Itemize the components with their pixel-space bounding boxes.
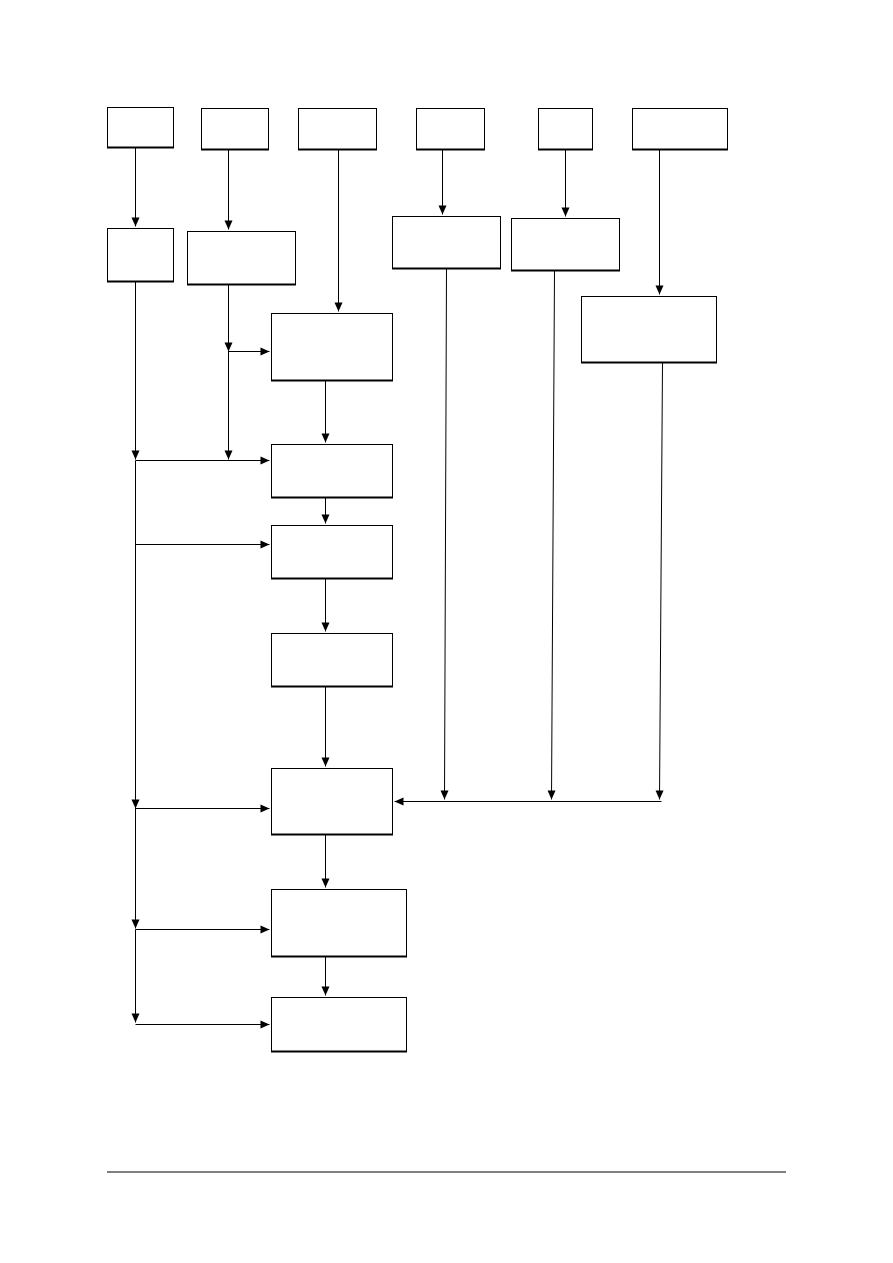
arrowhead <box>131 450 140 460</box>
edge-t5-s5 <box>561 149 570 217</box>
flowchart-box-c5 <box>271 768 393 836</box>
box-frame <box>187 231 296 285</box>
edge-s1-c6 <box>135 925 270 934</box>
arrowhead <box>260 456 270 465</box>
edge-s1-c2 <box>135 456 270 465</box>
edge-s5-down <box>547 270 556 800</box>
box-frame <box>538 108 593 150</box>
edge-s1-c7 <box>135 1020 270 1029</box>
edge-s1-trunk-c <box>131 808 140 929</box>
flowchart-box-t1 <box>107 107 174 149</box>
edge-s1-trunk-d <box>131 929 140 1023</box>
flowchart-box-t4 <box>416 108 485 151</box>
arrowhead <box>321 986 330 996</box>
box-frame <box>581 296 717 363</box>
arrowhead <box>260 925 270 934</box>
edge-s2-c1 <box>228 347 270 356</box>
connector-line <box>551 270 555 800</box>
flowchart-box-c4 <box>271 633 393 688</box>
connector-layer <box>131 147 664 1029</box>
arrowhead <box>440 790 449 800</box>
edge-s2-trunk-upper <box>224 284 233 352</box>
arrowhead <box>260 347 270 356</box>
box-frame <box>107 228 174 282</box>
arrowhead <box>321 433 330 443</box>
edge-c1-c2 <box>321 376 330 443</box>
arrowhead <box>321 757 330 767</box>
flowchart-box-s4 <box>392 216 501 270</box>
box-frame <box>271 889 407 957</box>
flowchart-box-c1 <box>271 313 393 382</box>
flowchart-box-c2 <box>271 444 393 499</box>
box-frame <box>271 444 393 498</box>
edge-s1-c5 <box>135 804 270 813</box>
edge-s1-c3 <box>135 540 270 549</box>
arrowhead <box>260 1020 270 1029</box>
arrowhead <box>224 220 233 230</box>
arrowhead <box>321 878 330 888</box>
edge-c6-c7 <box>321 956 330 996</box>
arrowhead <box>131 919 140 929</box>
box-frame <box>511 218 620 271</box>
box-frame <box>416 108 485 150</box>
flowchart-box-c3 <box>271 525 393 580</box>
flowchart-box-c6 <box>271 889 407 958</box>
flowchart-box-s5 <box>511 218 620 272</box>
connector-line <box>659 362 663 800</box>
arrowhead <box>655 285 664 295</box>
arrowhead <box>321 622 330 632</box>
arrowhead <box>131 217 140 227</box>
edge-t2-s2 <box>224 149 233 230</box>
arrowhead <box>131 799 140 809</box>
edge-t1-s1 <box>131 147 140 227</box>
edge-s2-trunk-lower <box>224 351 233 460</box>
box-frame <box>107 107 174 148</box>
arrowhead <box>334 302 343 312</box>
arrowhead <box>655 790 664 800</box>
box-frame <box>271 997 407 1052</box>
box-frame <box>392 216 501 269</box>
flowchart-box-t6 <box>632 108 728 151</box>
box-frame <box>271 313 393 381</box>
arrowhead <box>224 342 233 352</box>
flowchart-box-s2 <box>187 231 296 286</box>
box-frame <box>271 525 393 579</box>
edge-t6-s6 <box>655 149 664 295</box>
edge-s4-down <box>440 268 449 800</box>
edge-t4-s4 <box>438 149 447 215</box>
box-frame <box>201 108 269 150</box>
arrowhead <box>260 804 270 813</box>
flowchart-box-t5 <box>538 108 593 151</box>
flowchart-box-s6 <box>581 296 717 364</box>
flowchart-box-t3 <box>298 108 377 151</box>
arrowhead <box>224 450 233 460</box>
edge-s6-down <box>655 362 664 800</box>
edge-c5-c6 <box>321 834 330 888</box>
arrowhead <box>394 797 404 806</box>
edge-merge-c5 <box>394 797 662 806</box>
arrowhead <box>561 207 570 217</box>
box-frame <box>271 633 393 687</box>
flowchart-box-s1 <box>107 228 174 283</box>
edge-t3-c1 <box>334 149 343 312</box>
arrowhead <box>438 205 447 215</box>
flowchart-box-c7 <box>271 997 407 1053</box>
edge-s1-trunk-a <box>131 281 140 460</box>
arrowhead <box>131 1013 140 1023</box>
box-layer <box>107 107 728 1053</box>
flowchart-box-t2 <box>201 108 269 151</box>
box-frame <box>632 108 728 150</box>
arrowhead <box>260 540 270 549</box>
connector-line <box>444 268 447 800</box>
arrowhead <box>547 790 556 800</box>
edge-c4-c5 <box>321 686 330 767</box>
box-frame <box>271 768 393 835</box>
edge-c3-c4 <box>321 578 330 632</box>
arrowhead <box>321 514 330 524</box>
box-frame <box>298 108 377 150</box>
edge-c2-c3 <box>321 497 330 524</box>
edge-s1-trunk-b <box>131 460 140 809</box>
